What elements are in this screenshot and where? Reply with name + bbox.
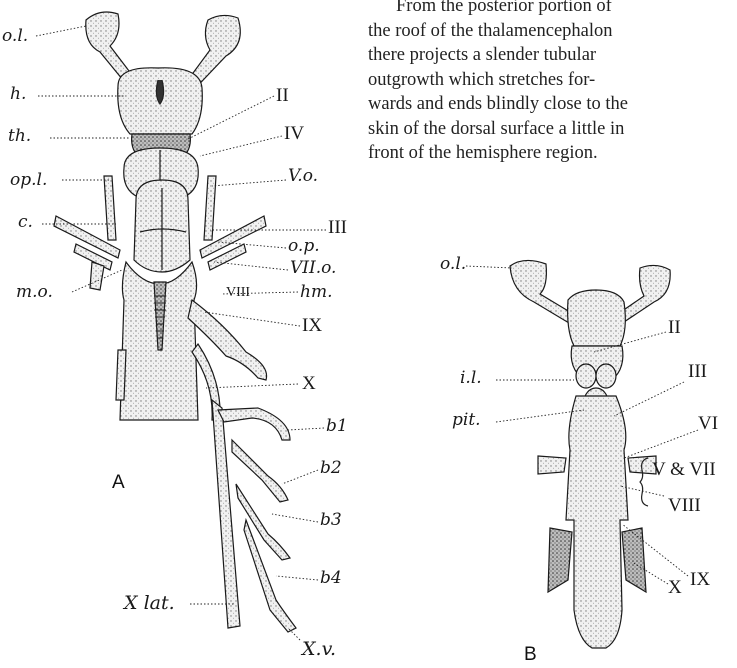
label-x-lateral: X lat. xyxy=(124,594,175,613)
hindbrain-b xyxy=(566,396,628,648)
label-op-a: o.p. xyxy=(288,238,320,255)
brain-a xyxy=(54,12,296,632)
label-nerve-iii-a: III xyxy=(328,218,347,237)
label-olfactory-lobe-a: o.l. xyxy=(2,28,28,45)
label-nerve-vo-a: V.o. xyxy=(288,168,318,185)
label-medulla-a: m.o. xyxy=(16,284,53,301)
label-nerve-x-b: X xyxy=(668,578,682,597)
label-nerve-x-a: X xyxy=(302,374,316,393)
label-nerve-v-vii-b: V & VII xyxy=(652,460,716,479)
label-olfactory-lobe-b: o.l. xyxy=(440,256,466,273)
label-b4: b4 xyxy=(320,570,342,587)
label-x-visceral: X.v. xyxy=(302,640,336,659)
label-b2: b2 xyxy=(320,460,342,477)
label-nerve-ix-a: IX xyxy=(302,316,322,335)
label-nerve-iv-a: IV xyxy=(284,124,304,143)
label-nerve-iii-b: III xyxy=(688,362,707,381)
label-nerve-vi-b: VI xyxy=(698,414,718,433)
panel-letter-a: A xyxy=(112,472,125,494)
label-b1: b1 xyxy=(326,418,348,435)
panel-letter-b: B xyxy=(524,644,537,666)
label-nerve-viii-b: VIII xyxy=(668,496,701,515)
label-inferior-lobe-b: i.l. xyxy=(460,370,482,387)
label-nerve-ii-b: II xyxy=(668,318,681,337)
label-nerve-viio-a: VII.o. xyxy=(290,260,336,277)
label-hm-a: hm. xyxy=(300,284,332,301)
label-thalamencephalon-a: th. xyxy=(8,128,31,145)
label-pituitary-b: pit. xyxy=(452,412,481,429)
label-optic-lobe-a: op.l. xyxy=(10,172,47,189)
label-nerve-viii-a: VIII xyxy=(226,286,250,300)
label-hemisphere-a: h. xyxy=(10,86,26,103)
brain-b xyxy=(510,260,670,648)
label-b3: b3 xyxy=(320,512,342,529)
label-nerve-ii-a: II xyxy=(276,86,289,105)
forebrain-b xyxy=(568,290,626,346)
label-nerve-ix-b: IX xyxy=(690,570,710,589)
label-cerebellum-a: c. xyxy=(18,214,33,231)
vagus-nerve xyxy=(188,300,267,380)
